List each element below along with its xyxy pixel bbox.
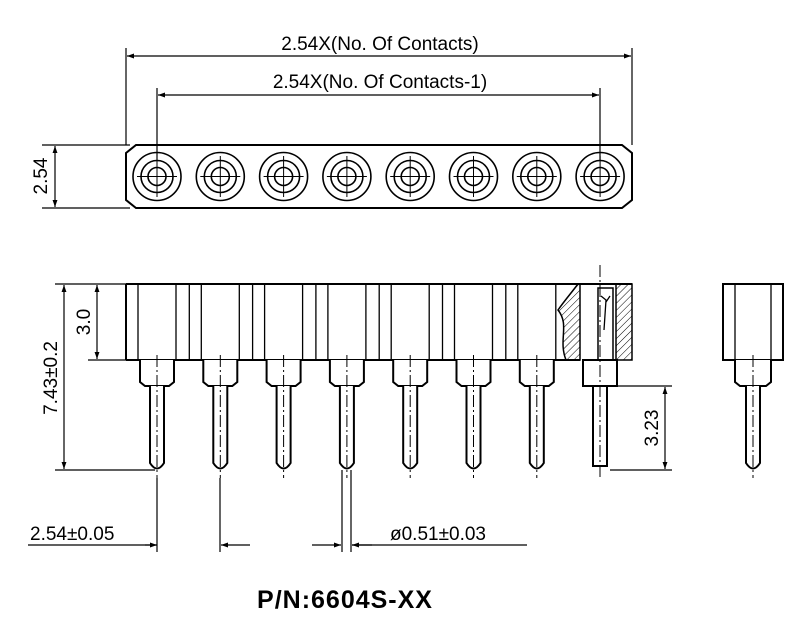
body-height-label: 3.0 [74, 309, 95, 335]
side-body [722, 283, 784, 361]
top-contacts [132, 151, 625, 202]
pin-diameter-label: ø0.51±0.03 [390, 524, 486, 545]
front-contact [251, 284, 304, 478]
section-hatch-right [615, 283, 633, 361]
pitch-span-label: 2.54X(No. Of Contacts-1) [273, 72, 487, 93]
side-pin [745, 386, 761, 470]
front-contact [315, 284, 367, 478]
top-contact-socket [448, 151, 499, 202]
contact-pin [212, 386, 229, 470]
top-view [125, 144, 633, 209]
socket-outer-ring [511, 151, 562, 202]
pitch-label: 2.54±0.05 [30, 524, 114, 545]
contact-pin [528, 386, 545, 470]
front-dimensions: 3.0 7.43±0.2 3.23 2.54±0.05 ø0.51±0.03 [28, 283, 672, 552]
front-view [125, 265, 633, 478]
row-width-label: 2.54 [31, 157, 52, 194]
socket-outer-ring [448, 151, 499, 202]
top-contact-socket [385, 151, 436, 202]
socket-outer-ring [385, 151, 436, 202]
contact-pin [275, 386, 292, 470]
top-dimensions: 2.54X(No. Of Contacts) 2.54X(No. Of Cont… [31, 34, 633, 209]
section-spring-contact [600, 295, 611, 331]
overall-length-label: 2.54X(No. Of Contacts) [281, 34, 478, 55]
side-view [722, 283, 784, 478]
front-contact [378, 284, 430, 478]
front-contact [188, 284, 240, 478]
top-contact-socket [195, 151, 246, 202]
front-contact [125, 284, 177, 478]
section-view [557, 265, 633, 478]
total-height-label: 7.43±0.2 [41, 341, 62, 415]
top-view-outline [125, 144, 633, 209]
front-contact [441, 284, 494, 478]
contact-pin [338, 386, 355, 470]
top-contact-socket [322, 151, 372, 202]
front-contact [505, 284, 557, 478]
socket-outer-ring [195, 151, 246, 202]
socket-outer-ring [322, 151, 372, 202]
top-contact-socket [258, 151, 309, 202]
front-contacts [125, 284, 557, 478]
part-number: P/N:6604S-XX [257, 586, 433, 614]
contact-pin [465, 386, 482, 470]
section-hatch-left [557, 283, 581, 361]
contact-pin [149, 386, 165, 470]
tail-length-label: 3.23 [642, 410, 663, 447]
socket-outer-ring [258, 151, 309, 202]
contact-pin [402, 386, 419, 470]
top-contact-socket [511, 151, 562, 202]
